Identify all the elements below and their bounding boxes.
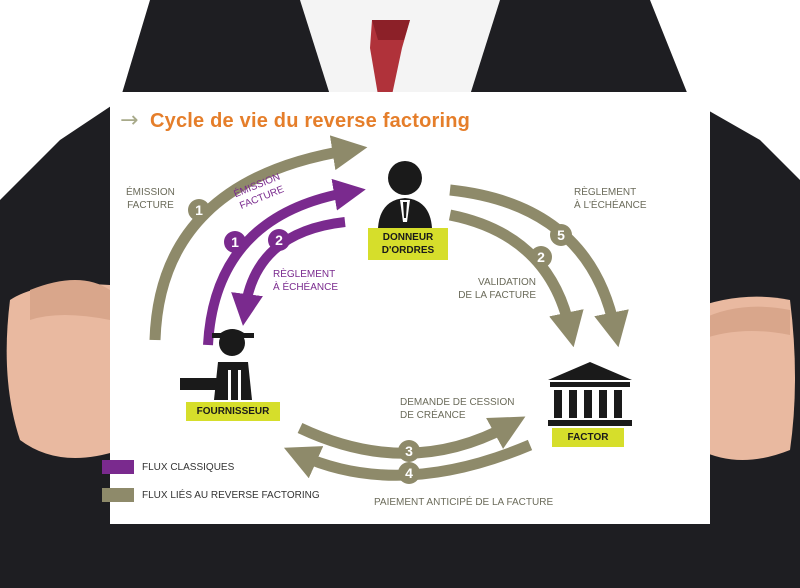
step-badge-3: 3 — [398, 440, 420, 462]
arrow-emission-inner — [203, 178, 366, 346]
legend-label-classic: FLUX CLASSIQUES — [142, 462, 235, 473]
step-badge-2-outer: 2 — [530, 246, 552, 268]
step-badge-1-inner: 1 — [224, 231, 246, 253]
legend-swatch-classic — [102, 460, 134, 474]
label-reglement-inner: RÈGLEMENT À ÉCHÉANCE — [273, 269, 339, 293]
fournisseur-icon — [180, 329, 254, 400]
label-validation: VALIDATION DE LA FACTURE — [458, 277, 536, 301]
label-reglement-outer: RÈGLEMENT À L'ÉCHÉANCE — [574, 187, 647, 211]
node-factor: FACTOR — [552, 428, 624, 447]
step-badge-2-inner: 2 — [268, 229, 290, 251]
factor-icon — [548, 362, 632, 426]
arrow-emission-outer — [149, 135, 368, 341]
diagram-title: Cycle de vie du reverse factoring — [150, 110, 471, 132]
legend-label-reverse: FLUX LIÉS AU REVERSE FACTORING — [142, 490, 320, 501]
title-arrow-icon: → — [120, 108, 139, 133]
step-badge-4: 4 — [398, 462, 420, 484]
label-demande-cession: DEMANDE DE CESSION DE CRÉANCE — [400, 397, 515, 421]
step-badge-5: 5 — [550, 224, 572, 246]
legend-swatch-reverse — [102, 488, 134, 502]
node-fournisseur: FOURNISSEUR — [186, 402, 280, 421]
node-donneur-ordres: DONNEUR D'ORDRES — [368, 228, 448, 260]
donneur-icon — [378, 161, 432, 228]
step-badge-1-outer: 1 — [188, 199, 210, 221]
label-emission-outer: ÉMISSION FACTURE — [126, 187, 175, 211]
label-paiement-anticipe: PAIEMENT ANTICIPÉ DE LA FACTURE — [374, 497, 554, 508]
